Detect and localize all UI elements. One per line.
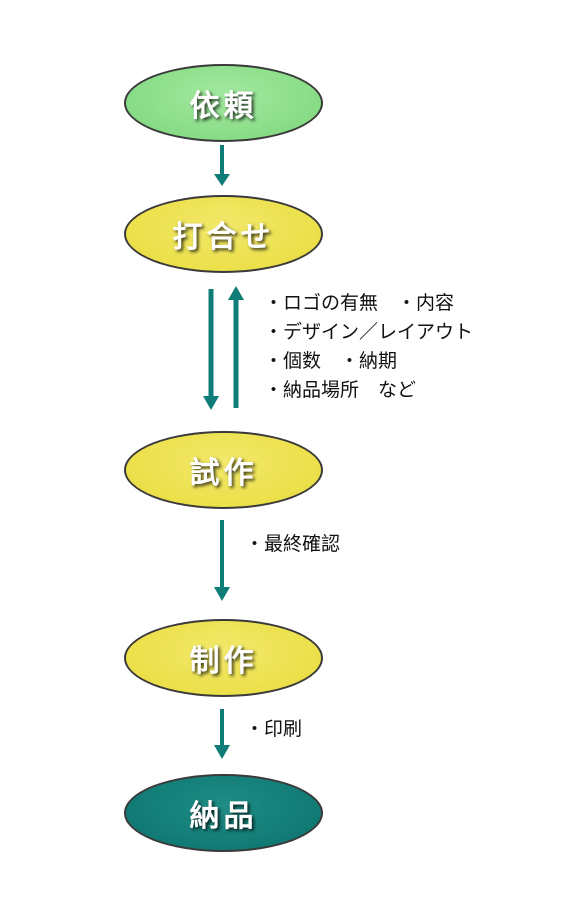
meeting-note-item: ・個数 ・納期 xyxy=(264,350,398,372)
node-request: 依頼 xyxy=(124,64,323,142)
arrow-prototype-to-production xyxy=(214,520,230,601)
meeting-note-item: ・ロゴの有無 ・内容 xyxy=(264,292,455,314)
node-production-label: 制作 xyxy=(189,644,258,679)
production-note-item: ・印刷 xyxy=(245,718,303,740)
prototype-note-item: ・最終確認 xyxy=(245,533,341,555)
node-delivery: 納品 xyxy=(124,774,323,852)
node-production: 制作 xyxy=(124,619,323,697)
node-delivery-label: 納品 xyxy=(189,799,258,834)
production-notes: ・印刷 xyxy=(245,715,302,744)
meeting-note-item: ・デザイン／レイアウト xyxy=(264,321,474,343)
arrow-prototype-to-meeting xyxy=(228,286,244,408)
meeting-note-item: ・納品場所 など xyxy=(264,379,417,401)
node-meeting: 打合せ xyxy=(124,195,323,273)
arrow-meeting-to-prototype xyxy=(203,289,219,410)
node-request-label: 依頼 xyxy=(189,89,258,124)
node-meeting-label: 打合せ xyxy=(172,220,275,255)
arrow-production-to-delivery xyxy=(214,709,230,759)
node-prototype: 試作 xyxy=(124,431,323,509)
arrow-request-to-meeting xyxy=(214,145,230,186)
node-prototype-label: 試作 xyxy=(189,456,258,491)
prototype-notes: ・最終確認 xyxy=(245,530,340,559)
meeting-notes: ・ロゴの有無 ・内容 ・デザイン／レイアウト ・個数 ・納期 ・納品場所 など xyxy=(264,289,473,405)
